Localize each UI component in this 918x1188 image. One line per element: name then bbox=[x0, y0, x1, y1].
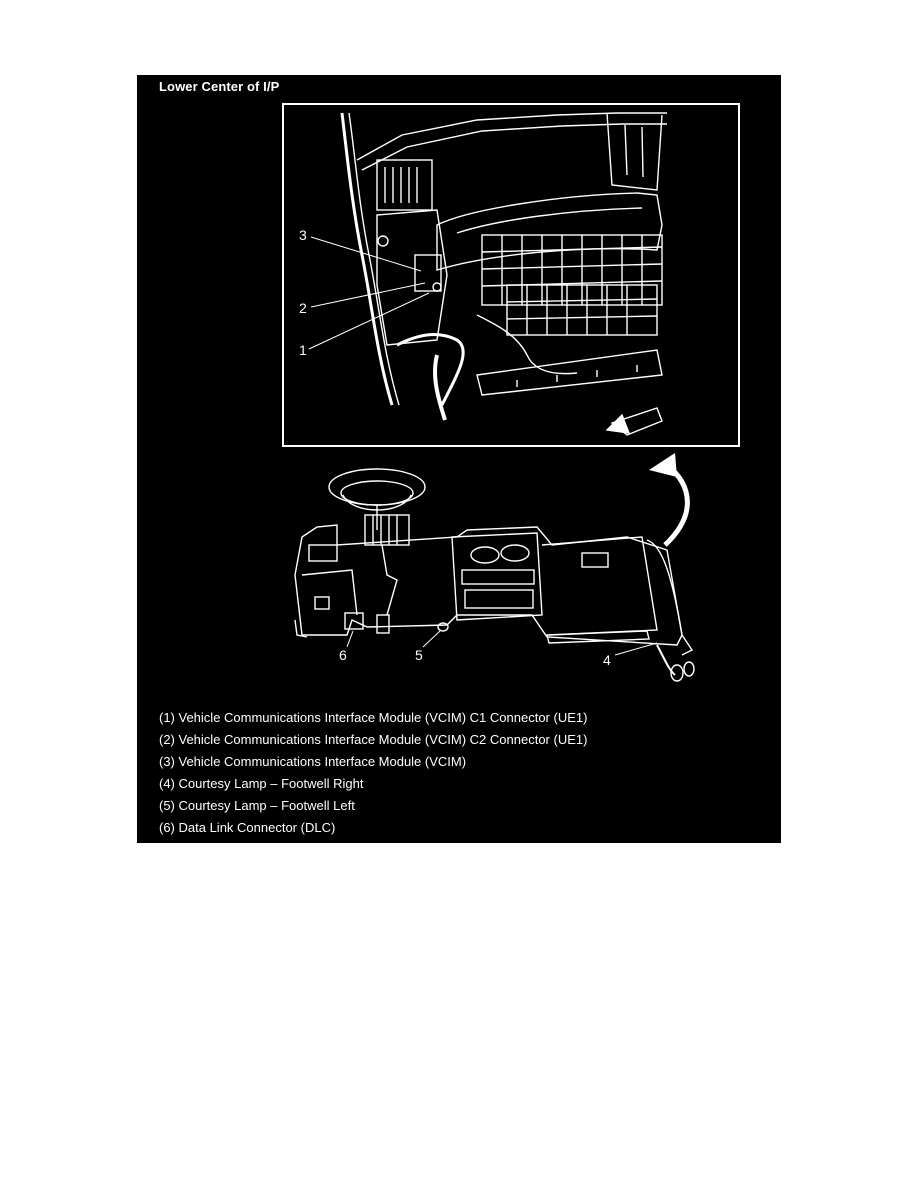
detail-inset: 3 2 1 bbox=[282, 103, 740, 447]
leader-lines-inset bbox=[308, 236, 430, 350]
component-legend: (1) Vehicle Communications Interface Mod… bbox=[159, 707, 587, 839]
instrument-panel-overview bbox=[294, 468, 695, 682]
callout-1: 1 bbox=[299, 342, 307, 358]
legend-item: (2) Vehicle Communications Interface Mod… bbox=[159, 732, 588, 747]
legend-item: (1) Vehicle Communications Interface Mod… bbox=[159, 710, 588, 725]
callout-2: 2 bbox=[299, 300, 307, 316]
legend-item: (3) Vehicle Communications Interface Mod… bbox=[159, 754, 467, 769]
callout-3: 3 bbox=[299, 227, 307, 243]
inset-line-art bbox=[340, 112, 667, 436]
ip-diagram: 3 2 1 bbox=[282, 103, 740, 682]
zoom-arrow bbox=[663, 463, 690, 547]
section-title: Lower Center of I/P bbox=[159, 79, 280, 94]
diagram-panel: Lower Center of I/P bbox=[137, 75, 781, 843]
legend-item: (6) Data Link Connector (DLC) bbox=[159, 820, 336, 835]
callout-4: 4 bbox=[603, 652, 611, 668]
zoom-arrow-head bbox=[649, 453, 677, 477]
callout-6: 6 bbox=[339, 647, 347, 663]
callout-5: 5 bbox=[415, 647, 423, 663]
inset-frame bbox=[282, 103, 740, 447]
leader-lines-overview bbox=[346, 630, 658, 656]
legend-item: (5) Courtesy Lamp – Footwell Left bbox=[159, 798, 355, 813]
legend-item: (4) Courtesy Lamp – Footwell Right bbox=[159, 776, 364, 791]
